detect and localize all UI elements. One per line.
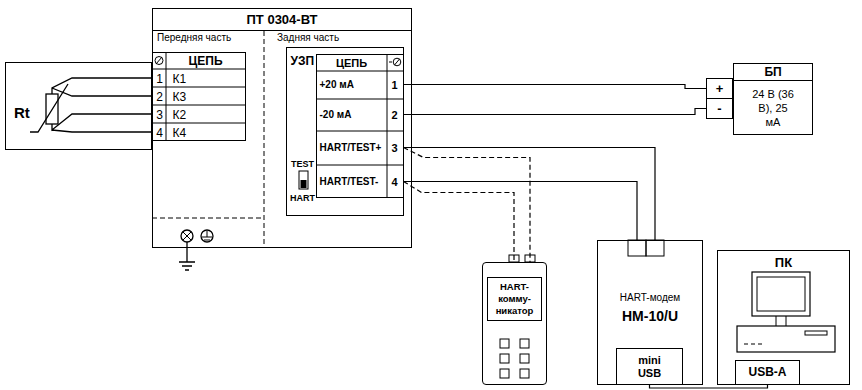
terminal-label: 2 xyxy=(387,99,403,131)
computer: ПК USB-A xyxy=(717,250,850,385)
monitor-screen xyxy=(757,277,805,311)
key xyxy=(520,354,529,363)
power-label: БП xyxy=(734,64,812,81)
ground-symbol xyxy=(179,242,195,270)
hart-modem: HART-модемHM-10/U mini USB xyxy=(597,240,703,385)
wire xyxy=(404,182,515,263)
wire xyxy=(404,109,707,115)
divider-line xyxy=(264,31,265,248)
transmitter-housing: ПТ 0304-ВТЦЕПЬ1К12К33К24К4УЗПTESTHARTЦЕП… xyxy=(152,8,412,248)
power-label: + xyxy=(706,78,733,99)
wire xyxy=(404,182,638,241)
static-drawing xyxy=(30,31,835,378)
usb-port: mini USB xyxy=(616,348,683,385)
connector-pin xyxy=(628,240,646,256)
earth-sign xyxy=(202,231,212,240)
ground-terminal-cross xyxy=(183,232,191,240)
sensor-wires xyxy=(52,78,151,132)
earth-terminal xyxy=(201,230,213,242)
monitor xyxy=(752,272,810,316)
unit-indicators xyxy=(744,343,762,344)
terminal-label: 4 xyxy=(153,124,167,142)
terminal-label: HART/TEST+ xyxy=(320,131,385,165)
wire xyxy=(404,148,531,263)
terminal-label: HART/TEST- xyxy=(320,165,385,199)
terminal-label: ЦЕПЬ xyxy=(167,53,245,70)
divider-line xyxy=(152,218,264,219)
key xyxy=(500,339,509,348)
module-label: УЗП xyxy=(291,53,321,69)
device-label: HART- комму- никатор xyxy=(487,277,542,321)
screw-symbol xyxy=(155,57,163,65)
thermistor-arrow xyxy=(30,84,68,132)
drive-slot xyxy=(805,331,827,335)
usb-port: USB-A xyxy=(735,360,800,385)
hart-communicator: HART- комму- никатор xyxy=(482,262,547,385)
wire xyxy=(650,385,768,388)
front-terminal-table: ЦЕПЬ1 К1 2 К3 3 К2 4 К4 xyxy=(152,52,246,141)
modem-label: HM-10/U xyxy=(598,307,702,325)
connectors xyxy=(404,85,768,389)
key xyxy=(520,339,529,348)
terminal-label: К3 xyxy=(173,88,245,106)
device-title: ПТ 0304-ВТ xyxy=(153,9,411,31)
terminal-label: ЦЕПЬ xyxy=(317,55,387,71)
section-label: Передняя часть xyxy=(157,32,231,44)
terminal-label: 1 xyxy=(387,71,403,99)
table-grid-line xyxy=(316,99,404,100)
power-label: 24 В (36 В), 25 мА xyxy=(750,87,796,129)
terminal-label: 1 xyxy=(153,70,167,88)
rear-terminal-table: ЦЕПЬ+20 мА1-20 мА2HART/TEST+3HART/TEST-4 xyxy=(316,54,404,198)
screw-symbol xyxy=(393,58,401,66)
section-label: Задняя часть xyxy=(277,32,339,44)
terminal-label: 2 xyxy=(153,88,167,106)
screw-slot xyxy=(156,57,162,64)
terminal-label: -20 мА xyxy=(320,99,385,131)
switch-lever xyxy=(301,180,307,188)
port-label: mini USB xyxy=(638,354,661,380)
key xyxy=(500,369,509,378)
port-label: USB-A xyxy=(736,364,799,381)
table-grid-line xyxy=(387,54,388,198)
module-label: TEST xyxy=(288,158,318,170)
screw-slot xyxy=(395,59,400,65)
table-grid xyxy=(152,52,246,141)
screw-dash xyxy=(389,62,392,63)
table-grid-line xyxy=(316,131,404,132)
system-unit xyxy=(737,326,835,352)
terminal-label: К4 xyxy=(173,124,245,142)
terminal-label: 4 xyxy=(387,165,403,199)
power-supply: БП+-24 В (36 В), 25 мА xyxy=(733,63,813,135)
table-grid-line xyxy=(316,165,404,166)
power-label: - xyxy=(706,98,733,119)
table-grid-line xyxy=(316,71,404,72)
terminal-label: К1 xyxy=(173,70,245,88)
key xyxy=(500,354,509,363)
surge-protection-module: УЗПTESTHARTЦЕПЬ+20 мА1-20 мА2HART/TEST+3… xyxy=(286,47,404,216)
terminal-label: +20 мА xyxy=(320,71,385,99)
sensor-box: Rt xyxy=(5,62,152,150)
table-grid xyxy=(316,54,404,198)
wire xyxy=(404,85,707,89)
module-label: HART xyxy=(288,192,318,204)
sensor-label: Rt xyxy=(14,103,40,123)
mode-switch xyxy=(299,171,308,189)
modem-label: HART-модем xyxy=(598,291,702,305)
ground-terminal xyxy=(181,230,193,242)
pc-label: ПК xyxy=(718,255,849,271)
connector-pin xyxy=(646,240,664,256)
terminal-label: К2 xyxy=(173,106,245,124)
wire xyxy=(404,148,656,241)
keypad xyxy=(500,339,529,378)
terminal-label: 3 xyxy=(387,131,403,165)
monitor-stand xyxy=(776,316,786,326)
key xyxy=(520,369,529,378)
terminal-label: 3 xyxy=(153,106,167,124)
